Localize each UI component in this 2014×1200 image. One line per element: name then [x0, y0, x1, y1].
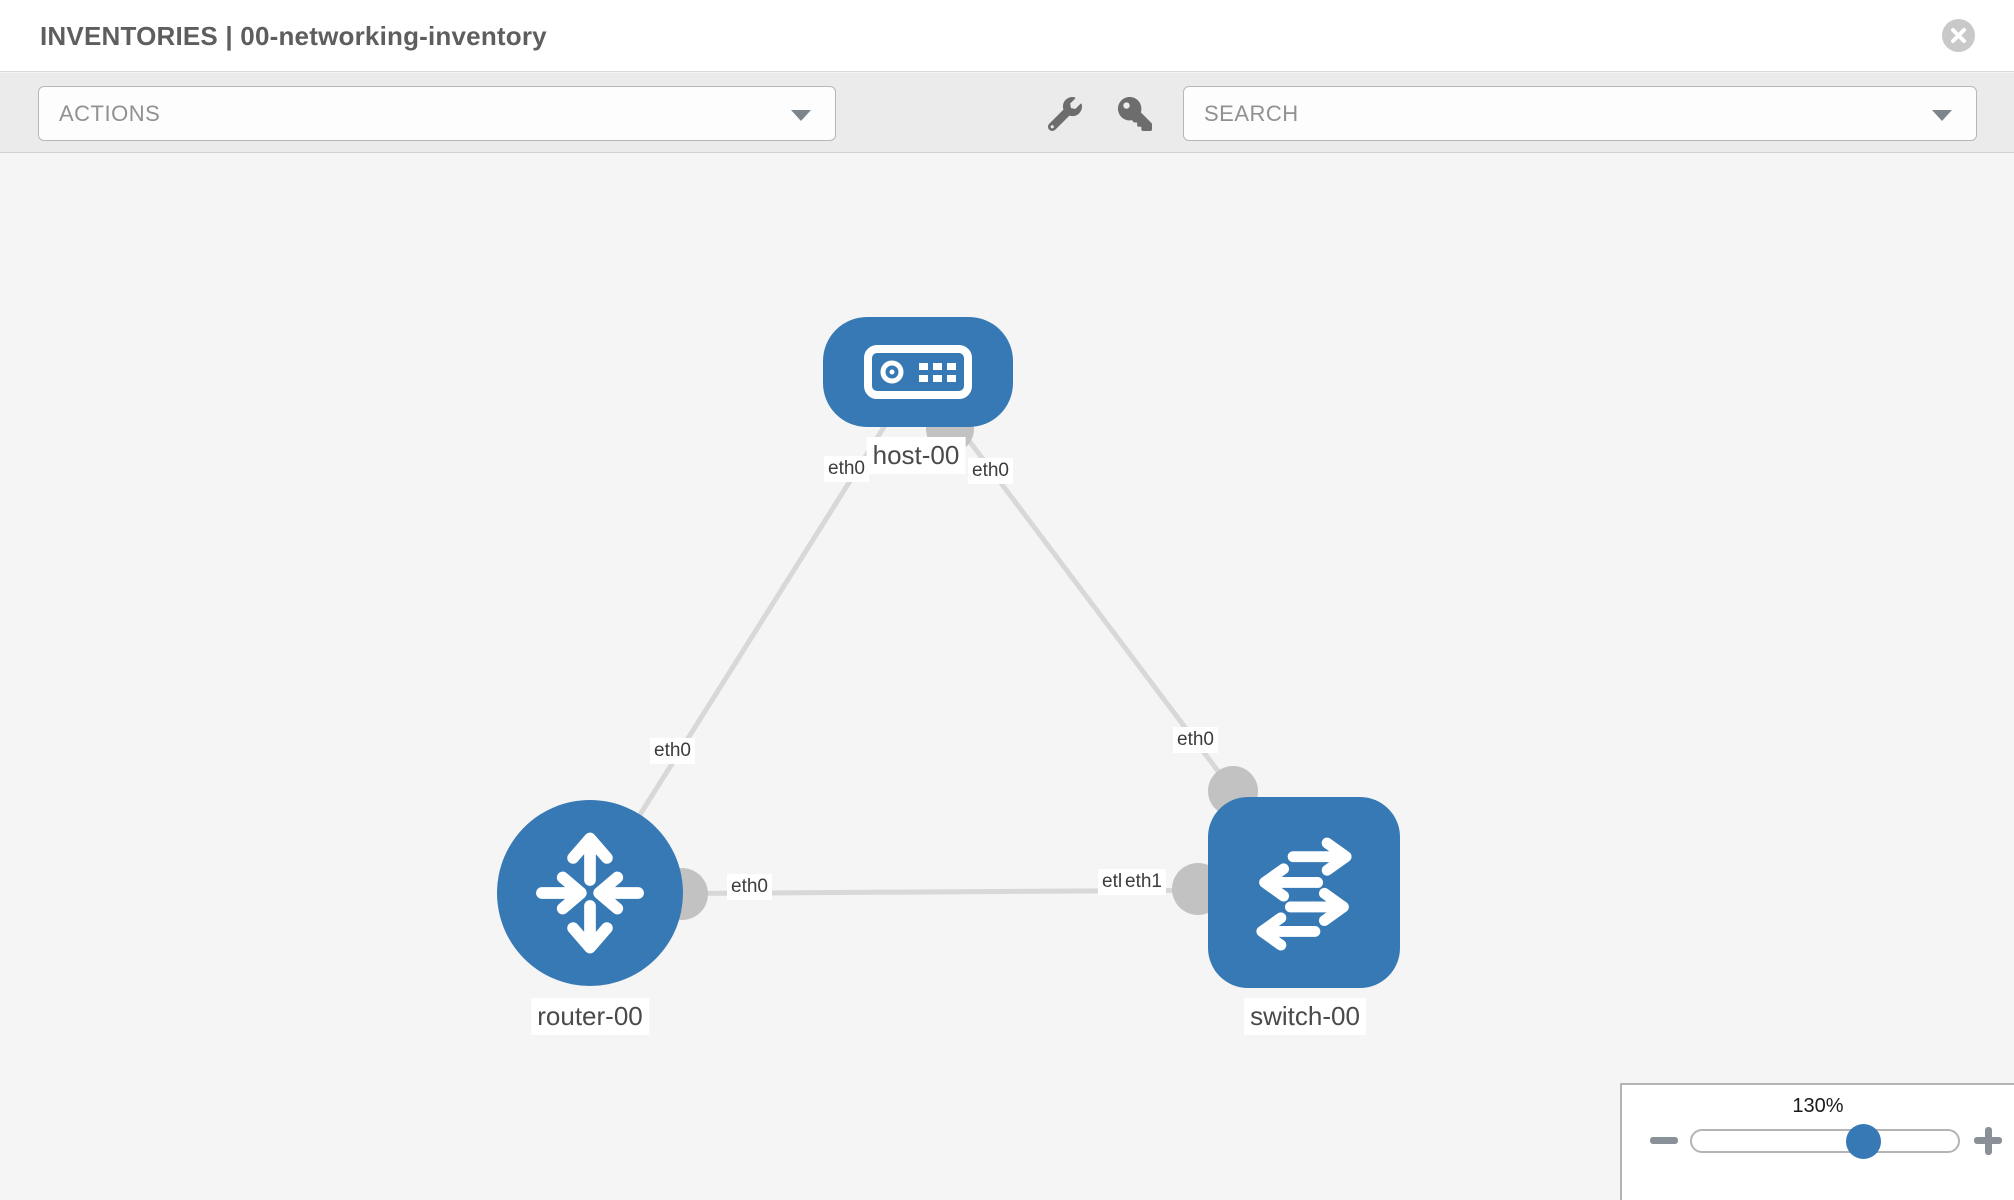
node-switch-00[interactable] — [1208, 797, 1400, 988]
topology-canvas[interactable]: host-00 router-00 switch-00 eth0 eth0 et… — [0, 154, 2014, 1200]
node-router-00[interactable] — [497, 800, 683, 986]
node-host-00[interactable] — [823, 317, 1013, 427]
interface-label: eth1 — [1121, 869, 1166, 895]
zoom-slider-thumb[interactable] — [1846, 1124, 1881, 1159]
close-icon — [1951, 28, 1966, 43]
links-layer — [587, 371, 1258, 920]
wrench-icon — [1047, 97, 1082, 132]
credentials-button[interactable] — [1118, 97, 1152, 131]
zoom-slider-track[interactable] — [1690, 1129, 1960, 1153]
toolbar: ACTIONS SEARCH — [0, 73, 2014, 153]
zoom-out-button[interactable] — [1650, 1137, 1678, 1144]
chevron-down-icon — [1932, 110, 1952, 121]
adhoc-commands-button[interactable] — [1047, 97, 1082, 132]
page-title: INVENTORIES | 00-networking-inventory — [40, 21, 547, 51]
chevron-down-icon — [791, 110, 811, 121]
interface-label: eth0 — [968, 458, 1013, 484]
host-icon — [864, 345, 972, 399]
switch-icon — [1256, 837, 1352, 951]
link-host-switch[interactable] — [916, 371, 1235, 793]
panel-header: INVENTORIES | 00-networking-inventory — [0, 0, 2014, 72]
interface-label: eth0 — [1173, 727, 1218, 753]
zoom-in-button[interactable] — [1974, 1126, 2002, 1155]
close-button[interactable] — [1942, 19, 1975, 52]
router-icon — [536, 832, 644, 954]
actions-dropdown-label: ACTIONS — [59, 100, 161, 126]
node-label-router: router-00 — [531, 998, 649, 1035]
search-dropdown[interactable]: SEARCH — [1183, 86, 1977, 141]
interface-label: eth0 — [650, 738, 695, 764]
node-label-host: host-00 — [866, 437, 966, 474]
interface-label: eth0 — [824, 456, 869, 482]
interface-label: eth0 — [727, 874, 772, 900]
zoom-panel: 130% — [1620, 1083, 2014, 1200]
key-icon — [1118, 97, 1152, 131]
search-dropdown-label: SEARCH — [1204, 100, 1299, 126]
actions-dropdown[interactable]: ACTIONS — [38, 86, 836, 141]
zoom-value: 130% — [1792, 1095, 1844, 1117]
node-label-switch: switch-00 — [1244, 998, 1366, 1035]
